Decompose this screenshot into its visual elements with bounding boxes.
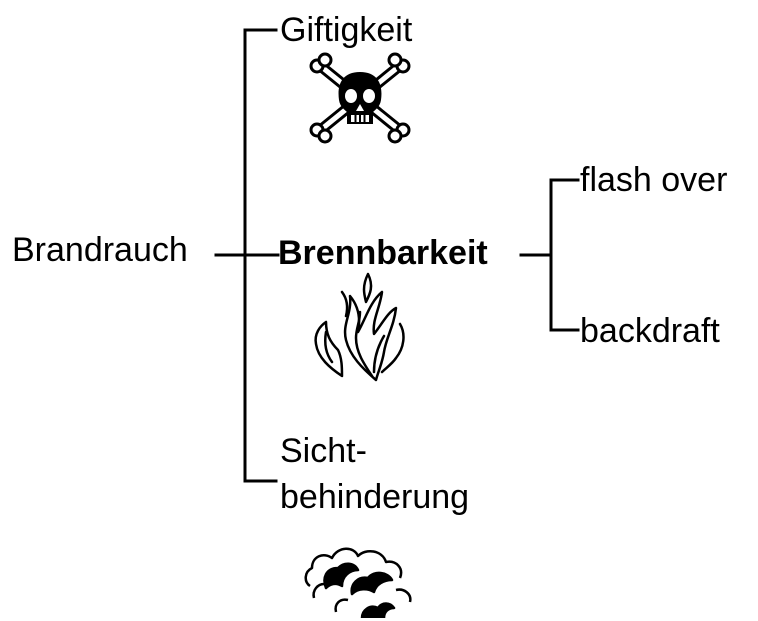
child-label-flash-over: flash over [580, 161, 728, 199]
smoke-cloud-icon [304, 547, 412, 619]
branch-label-sicht-line2: behinderung [280, 478, 470, 516]
root-label: Brandrauch [12, 231, 188, 269]
skull-crossbones-icon [309, 52, 411, 144]
flame-icon [314, 272, 405, 382]
branch-label-giftigkeit: Giftigkeit [280, 11, 413, 49]
branch-label-brennbarkeit: Brennbarkeit [278, 234, 488, 272]
child-label-backdraft: backdraft [580, 312, 720, 350]
branch-label-sicht-line1: Sicht- [280, 432, 367, 470]
